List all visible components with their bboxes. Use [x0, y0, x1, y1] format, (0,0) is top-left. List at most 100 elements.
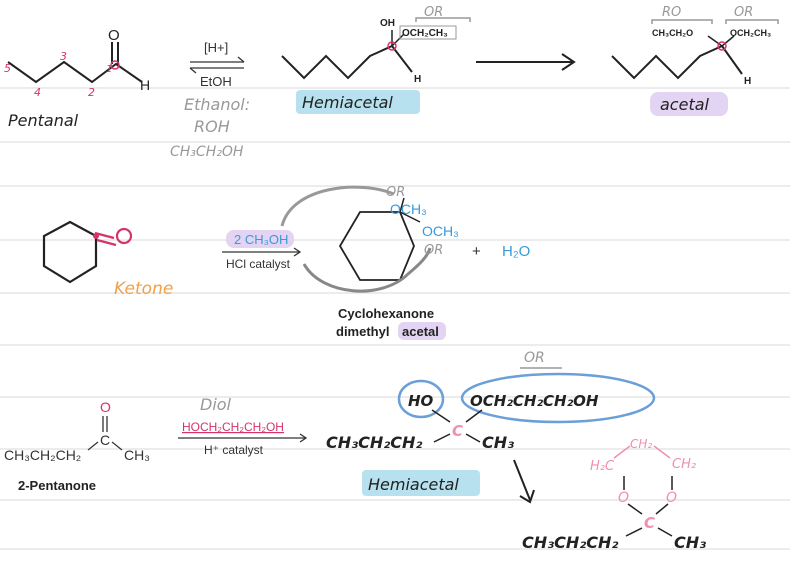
acetal-carbon-dot [717, 41, 727, 51]
pentanone-right-ch3: CH₃ [124, 447, 150, 463]
hemi-ho: HO [408, 392, 434, 410]
ethanol-note-line1: Ethanol: [184, 95, 250, 114]
arrow-top-reagent: [H+] [204, 40, 228, 55]
product-or-top: OR [386, 185, 405, 200]
carbon-number-3: 3 [60, 50, 67, 63]
carbon-number-5: 5 [4, 62, 11, 75]
cyclohexanone-ring [42, 220, 98, 284]
acetal-ro: RO [662, 5, 681, 20]
reaction-arrow-2-head [293, 247, 302, 257]
acetal-skeleton [611, 45, 723, 80]
hemiacetal-or: OR [424, 5, 443, 20]
product-och3-2: OCH₃ [422, 223, 459, 239]
methanol-highlight [226, 230, 294, 248]
cyclic-ch2-right: CH₂ [672, 457, 696, 472]
hemiacetal-h: H [414, 74, 421, 85]
acetal-h-bond [721, 45, 743, 75]
ethanol-note-line3: CH₃CH₂OH [170, 144, 244, 160]
plus-sign: + [472, 243, 481, 260]
carbon-number-1: 1 [106, 64, 112, 75]
reaction-arrow-3-head [299, 433, 308, 443]
cyclic-o-left: O [618, 490, 629, 506]
acetal-label-highlight [650, 92, 728, 116]
acetal-name-highlight [398, 322, 446, 340]
hemi-left-bond [433, 433, 451, 443]
acetal-label: acetal [660, 95, 710, 114]
reagent-hcl: HCl catalyst [226, 257, 291, 271]
cyclic-left-chain: CH₃CH₂CH₂ [522, 533, 618, 552]
cyclic-bond-top-right [653, 445, 671, 459]
or-bottom-arrow-curve [302, 247, 432, 293]
hemi-right-bond [465, 433, 481, 443]
cyclic-carbon: C [644, 514, 655, 532]
hemiacetal-carbon-dot [387, 41, 397, 51]
cyclic-left-bond [625, 527, 643, 537]
ketone-oxygen-ring [115, 227, 133, 245]
pentanone-left-chain: CH₃CH₂CH₂ [4, 447, 81, 463]
diol-reagent: HOCH₂CH₂CH₂OH [182, 420, 284, 434]
reagent-methanol: 2 CH₃OH [234, 232, 288, 247]
cyclic-ch2-top: CH₂ [630, 437, 652, 451]
cyclic-h2c: H₂C [590, 459, 615, 474]
ketone-double-bond-2 [96, 238, 117, 247]
ketone-double-bond-1 [94, 231, 115, 240]
acetal-ethoxy-left: CH₃CH₂O [652, 28, 693, 38]
pentanone-name: 2-Pentanone [18, 478, 96, 493]
pentanone-right-bond [111, 441, 123, 451]
acetal-o-bond-left [707, 35, 723, 47]
diol-note: Diol [200, 395, 232, 414]
catalyst-reagent: H⁺ catalyst [204, 443, 264, 457]
section-cyclohexanone-reaction: Ketone 2 CH₃OH HCl catalyst OR OCH₃ OCH₃… [42, 185, 530, 340]
carbon-number-2: 2 [88, 86, 95, 99]
cyclic-bond-top-left [613, 445, 631, 459]
hemiacetal-h-bond [391, 45, 413, 73]
hemiacetal-or-bond [391, 33, 405, 47]
hemi-chain-o: OCH₂CH₂CH₂OH [470, 392, 599, 410]
hemi-right-ch3: CH₃ [482, 433, 514, 452]
pentanal-oxygen: O [108, 27, 120, 44]
ketone-label: Ketone [114, 279, 173, 299]
down-arrow-head [519, 489, 535, 504]
hemiacetal-oh: OH [380, 18, 395, 29]
ketone-carbon-dot [93, 233, 99, 239]
cyclohexane-product-ring [338, 211, 415, 281]
cyclic-o-c-left [627, 503, 643, 515]
forward-arrow-head [561, 53, 576, 71]
pentanone-carbon: C [100, 432, 110, 448]
hemi-left-chain: CH₃CH₂CH₂ [326, 433, 422, 452]
product-name-line2-b: acetal [402, 324, 439, 339]
hemi-label-highlight [362, 470, 480, 496]
ho-circle [397, 379, 445, 419]
pentanal-hydrogen: H [140, 77, 150, 93]
och3-bond-2 [399, 211, 421, 223]
hemiacetal-label-highlight [296, 90, 420, 114]
hemiacetal-label: Hemiacetal [302, 93, 393, 112]
hemiacetal-ethoxy-box [399, 25, 457, 40]
acetal-or: OR [734, 5, 753, 20]
section-pentanone-reaction: O C CH₃CH₂CH₂ CH₃ 2-Pentanone Diol HOCH₂… [4, 350, 706, 552]
hemi-or-bond [465, 409, 483, 423]
chain-oxygen-circle [460, 372, 656, 424]
pentanal-name: Pentanal [8, 111, 79, 130]
hemiacetal-skeleton [281, 45, 393, 80]
product-name-line2-a: dimethyl [336, 324, 389, 339]
pentanone-left-bond [87, 441, 99, 451]
carbon-number-4: 4 [34, 86, 41, 99]
hemi-or: OR [524, 350, 545, 366]
ethanol-note-line2: ROH [194, 117, 230, 136]
pentanal-skeleton [7, 60, 143, 84]
down-arrow-shaft [513, 459, 531, 501]
och3-bond-1 [399, 197, 405, 213]
hemiacetal-or-bracket [415, 17, 471, 22]
acetal-h: H [744, 76, 751, 87]
arrow-bottom-reagent: EtOH [200, 74, 232, 89]
section-pentanal-reaction: O H 5 4 3 2 1 Pentanal [H+] EtOH Ethanol… [4, 5, 779, 160]
acetal-o-bond-right [721, 35, 735, 47]
carbonyl-carbon-dot [110, 60, 120, 70]
product-or-bottom: OR [424, 243, 443, 258]
product-name-line1: Cyclohexanone [338, 306, 434, 321]
water: H₂O [502, 243, 530, 260]
cyclic-o-c-right [655, 503, 669, 515]
product-och3-1: OCH₃ [390, 201, 427, 217]
